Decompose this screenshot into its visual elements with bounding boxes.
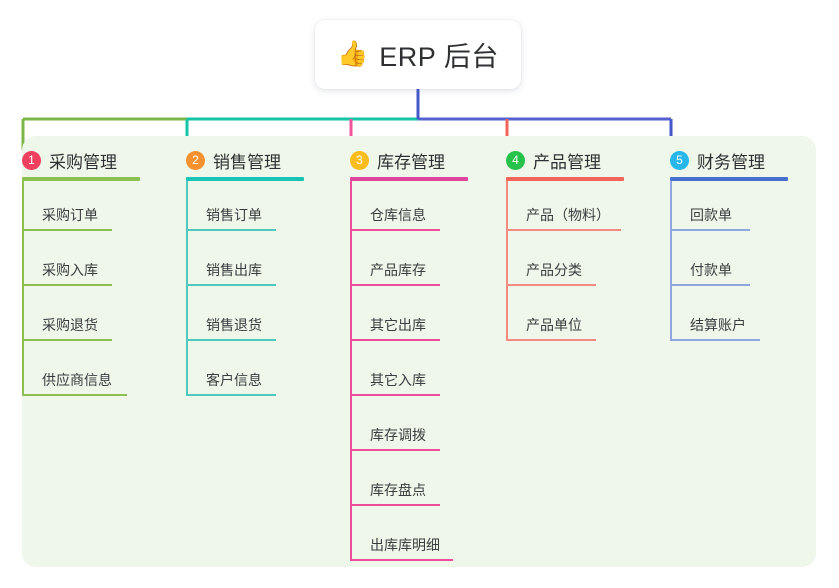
branch-underline	[506, 177, 624, 181]
branch-columns: 1 采购管理采购订单采购入库采购退货供应商信息 2 销售管理销售订单销售出库销售退货客…	[22, 136, 816, 567]
branch-item-underline	[670, 339, 760, 341]
branch-item-underline	[22, 339, 112, 341]
branch-item-underline	[186, 339, 276, 341]
branch-number-badge: 5	[670, 151, 689, 170]
branch-item-label: 采购入库	[42, 262, 98, 278]
branch-item[interactable]: 采购退货	[22, 305, 112, 341]
branch-item-label: 回款单	[690, 207, 732, 223]
branch-item-underline	[350, 284, 440, 286]
branch-title: 财务管理	[697, 153, 765, 172]
branch-underline	[22, 177, 140, 181]
branch-item-underline	[186, 394, 276, 396]
root-node-content: 👍 ERP 后台	[337, 35, 499, 74]
branch-item[interactable]: 库存调拨	[350, 415, 440, 451]
branch-item[interactable]: 客户信息	[186, 360, 276, 396]
branch-number-badge: 4	[506, 151, 525, 170]
branch-item-underline	[506, 339, 596, 341]
branch-item-underline	[350, 229, 440, 231]
branch-item-label: 采购退货	[42, 317, 98, 333]
branch-item-label: 销售订单	[206, 207, 262, 223]
branch-item-underline	[186, 229, 276, 231]
branch-item-underline	[350, 504, 440, 506]
branch-item-label: 销售出库	[206, 262, 262, 278]
branch-header-3[interactable]: 3 库存管理	[350, 148, 445, 173]
branch-item[interactable]: 库存盘点	[350, 470, 440, 506]
branch-item-label: 其它入库	[370, 372, 426, 388]
branch-item-underline	[186, 284, 276, 286]
branch-spine	[670, 181, 672, 341]
branch-item-underline	[22, 284, 112, 286]
branch-item[interactable]: 供应商信息	[22, 360, 127, 396]
branch-item-underline	[350, 394, 440, 396]
branch-item[interactable]: 其它入库	[350, 360, 440, 396]
branch-title: 采购管理	[49, 153, 117, 172]
branch-item-label: 仓库信息	[370, 207, 426, 223]
branch-item[interactable]: 采购入库	[22, 250, 112, 286]
branch-header-1[interactable]: 1 采购管理	[22, 148, 117, 173]
thumbs-up-icon: 👍	[337, 40, 369, 68]
branch-item-underline	[22, 394, 127, 396]
branch-item-label: 库存盘点	[370, 482, 426, 498]
branch-item[interactable]: 其它出库	[350, 305, 440, 341]
branch-spine	[22, 181, 24, 396]
branch-underline	[350, 177, 468, 181]
branch-title: 库存管理	[377, 153, 445, 172]
branch-item-label: 产品（物料）	[526, 207, 610, 223]
branch-underline	[186, 177, 304, 181]
branch-item[interactable]: 销售订单	[186, 195, 276, 231]
branch-spine	[506, 181, 508, 341]
branch-number-badge: 3	[350, 151, 369, 170]
branch-item-label: 付款单	[690, 262, 732, 278]
branch-item-label: 结算账户	[690, 317, 746, 333]
branch-item[interactable]: 回款单	[670, 195, 750, 231]
branch-item-underline	[350, 339, 440, 341]
branch-item-underline	[670, 229, 750, 231]
branch-item-underline	[22, 229, 112, 231]
branch-header-4[interactable]: 4 产品管理	[506, 148, 601, 173]
branch-title: 产品管理	[533, 153, 601, 172]
branch-item[interactable]: 出库库明细	[350, 525, 453, 561]
branch-underline	[670, 177, 788, 181]
branch-item-underline	[350, 559, 453, 561]
branch-item-underline	[670, 284, 750, 286]
branch-item[interactable]: 产品（物料）	[506, 195, 621, 231]
branch-item-label: 库存调拨	[370, 427, 426, 443]
branch-item-underline	[350, 449, 440, 451]
branch-item[interactable]: 销售出库	[186, 250, 276, 286]
branch-item-label: 产品分类	[526, 262, 582, 278]
branch-item[interactable]: 产品单位	[506, 305, 596, 341]
branch-item[interactable]: 结算账户	[670, 305, 760, 341]
branch-header-5[interactable]: 5 财务管理	[670, 148, 765, 173]
branch-spine	[186, 181, 188, 396]
branch-item-underline	[506, 284, 596, 286]
branch-item[interactable]: 仓库信息	[350, 195, 440, 231]
branch-spine	[350, 181, 352, 561]
root-node[interactable]: 👍 ERP 后台	[315, 20, 521, 89]
branch-item-label: 供应商信息	[42, 372, 112, 388]
branch-item-label: 客户信息	[206, 372, 262, 388]
branch-item-label: 产品库存	[370, 262, 426, 278]
branch-title: 销售管理	[213, 153, 281, 172]
branch-item-label: 采购订单	[42, 207, 98, 223]
branch-item[interactable]: 销售退货	[186, 305, 276, 341]
branch-item[interactable]: 产品库存	[350, 250, 440, 286]
branch-item-label: 出库库明细	[370, 537, 440, 553]
branch-item-label: 其它出库	[370, 317, 426, 333]
branch-number-badge: 2	[186, 151, 205, 170]
branch-item-label: 产品单位	[526, 317, 582, 333]
branch-header-2[interactable]: 2 销售管理	[186, 148, 281, 173]
root-title: ERP 后台	[379, 42, 499, 72]
branch-item-label: 销售退货	[206, 317, 262, 333]
branch-panel	[22, 136, 816, 567]
branch-item[interactable]: 采购订单	[22, 195, 112, 231]
branch-number-badge: 1	[22, 151, 41, 170]
branch-item-underline	[506, 229, 621, 231]
branch-item[interactable]: 付款单	[670, 250, 750, 286]
branch-item[interactable]: 产品分类	[506, 250, 596, 286]
